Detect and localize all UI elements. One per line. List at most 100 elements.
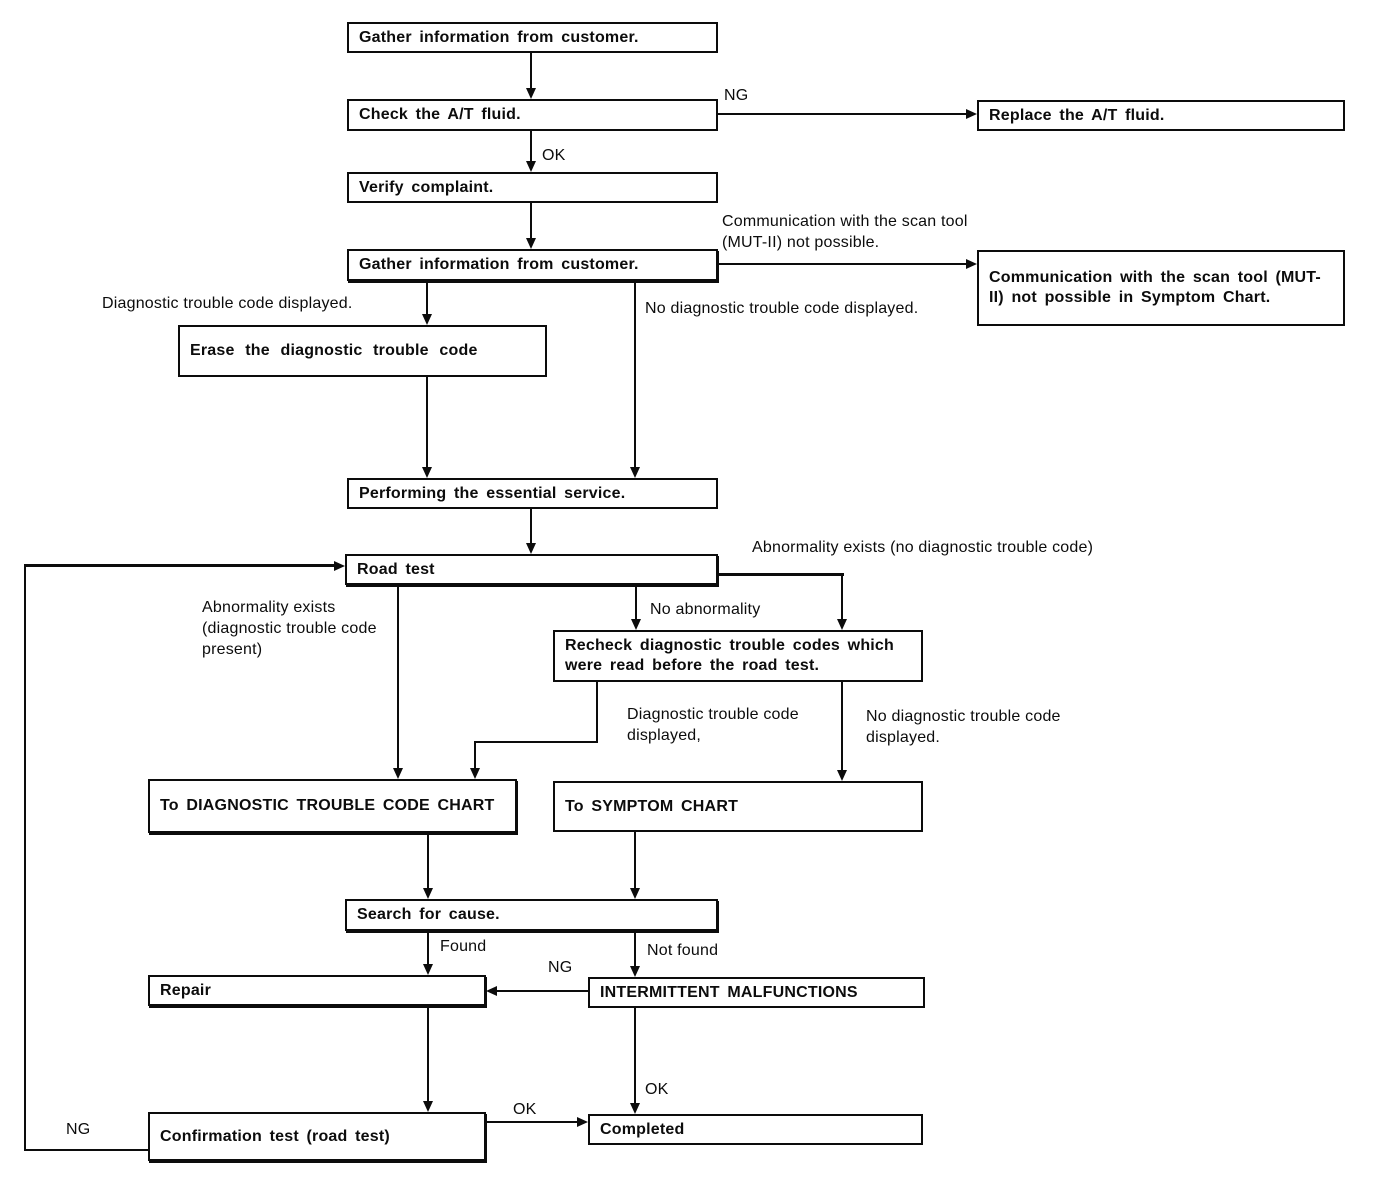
arrowhead (422, 314, 432, 325)
arrowhead (423, 1101, 433, 1112)
connector-line (718, 263, 967, 265)
arrowhead (334, 561, 345, 571)
edge-label-ng-road-loop: NG (66, 1121, 91, 1138)
edge-label-ng-fluid: NG (724, 87, 749, 104)
arrowhead (966, 259, 977, 269)
arrowhead (423, 964, 433, 975)
connector-line (24, 1149, 148, 1151)
node-essential-service: Performing the essential service. (347, 478, 718, 509)
node-confirmation-test: Confirmation test (road test) (148, 1112, 486, 1161)
edge-label-ok-confirmation: OK (513, 1101, 537, 1118)
connector-line (397, 585, 399, 769)
connector-line (634, 281, 636, 468)
edge-label-no-dtc-displayed-2: No diagnostic trouble code displayed. (866, 708, 1061, 746)
edge-label-abnormality-dtc: Abnormality exists (diagnostic trouble c… (202, 599, 377, 658)
edge-label-ok-completed: OK (645, 1081, 669, 1098)
connector-line (718, 573, 844, 576)
node-symptom-chart: To SYMPTOM CHART (553, 781, 923, 832)
node-dtc-chart: To DIAGNOSTIC TROUBLE CODE CHART (148, 779, 517, 833)
arrowhead (837, 770, 847, 781)
arrowhead (630, 1103, 640, 1114)
edge-label-no-dtc-displayed: No diagnostic trouble code displayed. (645, 300, 919, 317)
node-check-at-fluid: Check the A/T fluid. (347, 99, 718, 131)
node-gather-info-customer-1: Gather information from customer. (347, 22, 718, 53)
connector-line (530, 131, 532, 162)
connector-line (474, 741, 598, 743)
node-label: Completed (600, 1120, 685, 1138)
arrowhead (630, 966, 640, 977)
node-label: Search for cause. (357, 906, 500, 924)
arrowhead (837, 619, 847, 630)
connector-line (530, 509, 532, 544)
arrowhead (470, 768, 480, 779)
node-label: Gather information from customer. (359, 256, 639, 274)
arrowhead (966, 109, 977, 119)
node-label: Communication with the scan tool (MUT-II… (989, 269, 1321, 306)
node-label: Repair (160, 981, 211, 999)
node-label: Erase the diagnostic trouble code (190, 342, 478, 360)
connector-line (530, 53, 532, 89)
node-replace-at-fluid: Replace the A/T fluid. (977, 100, 1345, 131)
edge-label-not-found: Not found (647, 942, 719, 959)
arrowhead (630, 888, 640, 899)
arrowhead (526, 88, 536, 99)
arrowhead (631, 619, 641, 630)
arrowhead (526, 238, 536, 249)
connector-line (427, 931, 429, 965)
connector-line (24, 564, 335, 567)
node-label: Recheck diagnostic trouble codes which w… (565, 637, 895, 674)
connector-line (634, 931, 636, 967)
connector-line (634, 1008, 636, 1104)
connector-line (530, 203, 532, 239)
arrowhead (630, 467, 640, 478)
node-gather-info-customer-2: Gather information from customer. (347, 249, 718, 281)
connector-line (634, 832, 636, 889)
arrowhead (393, 768, 403, 779)
node-label: Gather information from customer. (359, 28, 639, 46)
connector-line (841, 575, 843, 620)
arrowhead (423, 888, 433, 899)
node-label: Check the A/T fluid. (359, 106, 521, 124)
edge-label-dtc-displayed-2: Diagnostic trouble code displayed, (627, 706, 799, 744)
connector-line (474, 742, 476, 769)
connector-line (426, 377, 428, 468)
node-label: Road test (357, 560, 435, 578)
connector-line (486, 1121, 578, 1123)
node-recheck-dtc: Recheck diagnostic trouble codes which w… (553, 630, 923, 682)
arrowhead (577, 1117, 588, 1127)
node-label: To DIAGNOSTIC TROUBLE CODE CHART (160, 797, 495, 815)
connector-line (635, 585, 637, 620)
node-comm-not-possible-symptom-chart: Communication with the scan tool (MUT-II… (977, 250, 1345, 326)
connector-line (841, 682, 843, 771)
edge-label-abnormality-no-dtc: Abnormality exists (no diagnostic troubl… (752, 539, 1094, 556)
arrowhead (422, 467, 432, 478)
connector-line (24, 565, 26, 1151)
arrowhead (486, 986, 497, 996)
node-repair: Repair (148, 975, 486, 1006)
edge-label-ok-fluid: OK (542, 147, 566, 164)
edge-label-dtc-displayed: Diagnostic trouble code displayed. (102, 295, 353, 312)
node-verify-complaint: Verify complaint. (347, 172, 718, 203)
edge-label-comm-not-possible: Communication with the scan tool (MUT-II… (722, 213, 968, 251)
connector-line (718, 113, 967, 115)
arrowhead (526, 161, 536, 172)
node-label: Performing the essential service. (359, 484, 626, 502)
node-label: Verify complaint. (359, 178, 494, 196)
edge-label-ng-intermittent: NG (548, 959, 573, 976)
connector-line (596, 682, 598, 742)
edge-label-found: Found (440, 938, 487, 955)
node-search-for-cause: Search for cause. (345, 899, 718, 931)
connector-line (427, 1006, 429, 1102)
node-label: Confirmation test (road test) (160, 1127, 390, 1145)
node-intermittent-malfunctions: INTERMITTENT MALFUNCTIONS (588, 977, 925, 1008)
node-label: To SYMPTOM CHART (565, 797, 739, 815)
edge-label-no-abnormality: No abnormality (650, 601, 761, 618)
connector-line (497, 990, 588, 992)
arrowhead (526, 543, 536, 554)
node-label: INTERMITTENT MALFUNCTIONS (600, 983, 858, 1001)
connector-line (427, 833, 429, 889)
connector-line (426, 281, 428, 315)
node-erase-dtc: Erase the diagnostic trouble code (178, 325, 547, 377)
node-road-test: Road test (345, 554, 718, 585)
